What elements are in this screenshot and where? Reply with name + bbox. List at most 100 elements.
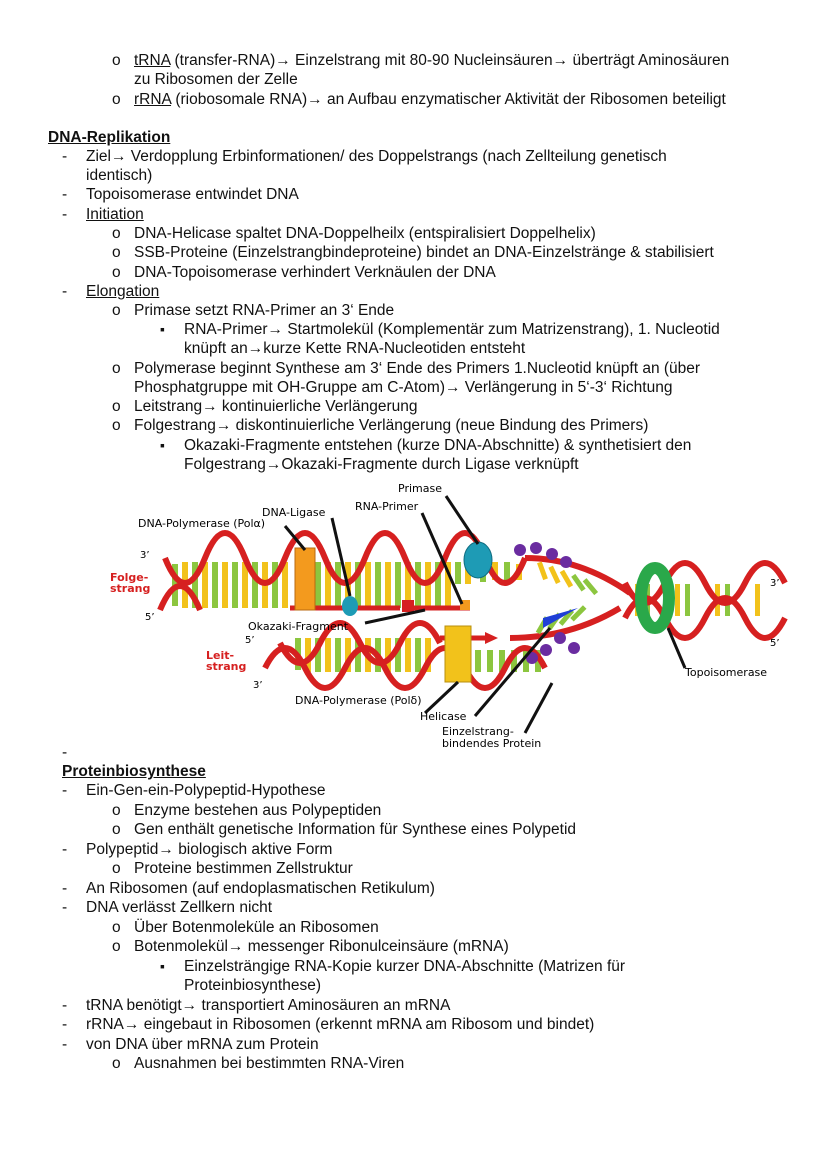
label-primase: Primase [398,482,442,495]
polymerase-delta-block [444,625,472,683]
rna-primer-block [460,600,470,610]
term-trna: tRNA [134,52,171,69]
pointer-lines [283,495,687,734]
square-bullet: ▪ [160,321,165,337]
label-3-prime-lower: 3’ [253,680,263,691]
item-text: (riobosomale RNA)→ an Aufbau enzymatisch… [171,91,726,108]
label-okazaki: Okazaki-Fragment [248,620,349,633]
dash-bullet: - [62,879,68,897]
list-item: SSB-Proteine (Einzelstrangbindeproteine)… [134,244,714,261]
circle-bullet: o [112,821,121,838]
circle-bullet: o [112,398,121,415]
primer-block [402,600,414,612]
label-leit-1: Leit- [206,649,234,662]
label-5-prime-right: 5’ [770,638,780,649]
list-item: Polypeptid→ biologisch aktive Form [86,840,333,858]
fork-upper-strand [524,555,632,596]
primase-blob [463,541,493,579]
list-item: tRNA (transfer-RNA)→ Einzelstrang mit 80… [134,51,729,70]
circle-bullet: o [112,417,121,434]
list-item: Ein-Gen-ein-Polypeptid-Hypothese [86,782,326,799]
square-bullet: ▪ [160,957,165,974]
circle-bullet: o [112,360,121,377]
dash-bullet: - [62,148,68,165]
list-item: Leitstrang→ kontinuierliche Verlängerung [134,398,418,415]
label-topoisomerase: Topoisomerase [684,666,767,679]
list-item-cont: identisch) [86,167,153,184]
circle-bullet: o [112,918,121,936]
dash-bullet: - [62,782,68,799]
label-dna-ligase: DNA-Ligase [262,506,326,519]
label-5-prime-lower: 5’ [245,635,255,646]
ssb-proteins [514,542,580,664]
section-heading-replikation: DNA-Replikation [48,129,171,146]
list-item: Enzyme bestehen aus Polypeptiden [134,801,382,819]
dash-bullet: - [62,186,68,203]
dash-bullet: - [62,744,68,761]
leading-arrow-head [485,632,498,644]
list-item: Proteine bestimmen Zellstruktur [134,860,353,877]
helicase-triangle [543,608,578,628]
dna-replication-diagram: Primase DNA-Ligase RNA-Primer DNA-Polyme… [110,482,788,750]
term-rrna: rRNA [134,91,172,108]
dash-bullet: - [62,899,68,916]
dash-bullet: - [62,996,68,1014]
parent-strand-b [622,595,788,641]
fork-lower-strand [509,605,622,641]
list-item: Proteinbiosynthese) [184,977,321,994]
lower-strand-backbone-2 [262,645,548,691]
lower-strand-backbone [277,620,443,666]
label-helicase: Helicase [420,710,467,723]
circle-bullet: o [112,264,121,281]
list-item: DNA-Topoisomerase verhindert Verknäulen … [134,264,496,281]
label-3-prime: 3’ [140,550,150,561]
circle-bullet: o [112,244,121,261]
list-item: rRNA (riobosomale RNA)→ an Aufbau enzyma… [134,90,726,109]
circle-bullet: o [112,52,121,69]
list-item: Folgestrang→ diskontinuierliche Verlänge… [134,417,649,434]
dash-bullet: - [62,1016,68,1033]
ligase-blob [342,596,358,616]
label-pol-alpha: DNA-Polymerase (Polα) [138,517,265,530]
list-item: Primase setzt RNA-Primer an 3‘ Ende [134,302,395,319]
list-item: An Ribosomen (auf endoplasmatischen Reti… [86,879,435,897]
dash-bullet: - [62,1035,68,1053]
list-item: Ausnahmen bei bestimmten RNA-Viren [134,1055,405,1072]
circle-bullet: o [112,91,121,108]
list-item: Topoisomerase entwindet DNA [86,186,299,203]
topoisomerase-ring [635,562,675,634]
circle-bullet: o [112,1055,121,1072]
square-bullet: ▪ [160,437,165,453]
list-item-cont: Phosphatgruppe mit OH-Gruppe am C-Atom)→… [134,379,673,396]
list-item: DNA verlässt Zellkern nicht [86,899,273,916]
subheading-initiation: Initiation [86,206,144,223]
list-item-cont: zu Ribosomen der Zelle [134,71,298,88]
polymerase-alpha-block [294,547,316,611]
circle-bullet: o [112,801,121,819]
list-item: RNA-Primer→ Startmolekül (Komplementär z… [184,321,720,338]
list-item: Gen enthält genetische Information für S… [134,821,577,838]
list-item: Okazaki-Fragmente entstehen (kurze DNA-A… [184,437,692,454]
label-pol-delta: DNA-Polymerase (Polδ) [295,694,422,707]
list-item: Ziel→ Verdopplung Erbinformationen/ des … [86,148,667,165]
upper-helix-end [157,583,203,612]
circle-bullet: o [112,225,121,242]
dash-bullet: - [62,840,68,858]
circle-bullet: o [112,938,121,955]
list-item-cont: knüpft an→kurze Kette RNA-Nucleotiden en… [184,340,526,357]
dash-bullet: - [62,283,68,300]
label-5-prime: 5’ [145,612,155,623]
item-text: (transfer-RNA)→ Einzelstrang mit 80-90 N… [170,52,730,69]
list-item-cont: Folgestrang→Okazaki-Fragmente durch Liga… [184,456,579,473]
list-item: Botenmolekül→ messenger Ribonulceinsäure… [134,938,509,955]
fork-upper-rungs [537,561,599,596]
list-item: Polymerase beginnt Synthese am 3‘ Ende d… [134,360,701,377]
dash-bullet: - [62,206,68,223]
list-item: Über Botenmoleküle an Ribosomen [134,918,379,936]
circle-bullet: o [112,860,121,877]
label-3-prime-right: 3’ [770,578,780,589]
label-folge-2: strang [110,582,150,595]
subheading-elongation: Elongation [86,283,160,300]
list-item: von DNA über mRNA zum Protein [86,1035,319,1053]
